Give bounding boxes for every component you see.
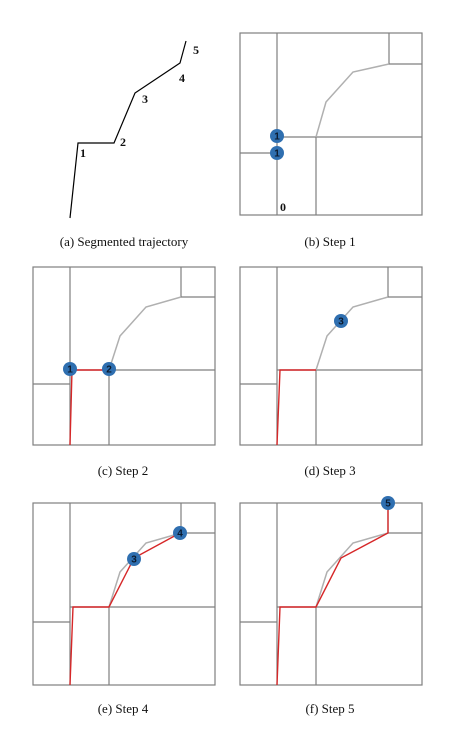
road-map-frame	[32, 266, 216, 446]
segment-label-3: 3	[142, 92, 148, 106]
segment-label-2: 2	[120, 135, 126, 149]
road-map-frame	[239, 32, 423, 216]
node-e-3	[127, 552, 141, 566]
node-f-5-label: 5	[385, 499, 391, 510]
caption-a: (a) Segmented trajectory	[60, 234, 189, 249]
node-c-1-label: 1	[67, 365, 73, 376]
road-curve	[315, 532, 389, 608]
road-curve	[315, 63, 390, 138]
node-c-2	[102, 362, 116, 376]
node-b-2-label: 1	[274, 149, 280, 160]
caption-c: (c) Step 2	[98, 463, 149, 478]
origin-label: 0	[280, 200, 286, 214]
node-e-4	[173, 526, 187, 540]
panel-b: 1 1 0 (b) Step 1	[239, 32, 423, 249]
road-curve	[315, 296, 389, 371]
segment-label-1: 1	[80, 146, 86, 160]
node-d-3	[334, 314, 348, 328]
segment-label-4: 4	[179, 71, 185, 85]
node-d-3-label: 3	[338, 317, 344, 328]
road-curve	[108, 296, 182, 371]
panel-f: 5 (f) Step 5	[239, 496, 423, 716]
caption-b: (b) Step 1	[304, 234, 355, 249]
node-c-2-label: 2	[106, 365, 112, 376]
road-curve	[108, 532, 182, 608]
panel-a: 1 2 3 4 5 (a) Segmented trajectory	[60, 40, 199, 249]
matched-path	[276, 369, 316, 446]
road-map-frame	[239, 502, 423, 686]
panel-c: 1 2 (c) Step 2	[32, 266, 216, 478]
panel-e: 3 4 (e) Step 4	[32, 502, 216, 716]
caption-d: (d) Step 3	[304, 463, 355, 478]
node-b-1-label: 1	[274, 132, 280, 143]
matched-path	[69, 532, 181, 686]
segment-label-5: 5	[193, 43, 199, 57]
road-map-frame	[32, 502, 216, 686]
road-corner-box	[180, 503, 215, 534]
node-e-3-label: 3	[131, 555, 137, 566]
node-c-1	[63, 362, 77, 376]
node-b-1	[270, 129, 284, 143]
road-corner-box	[180, 267, 215, 298]
caption-e: (e) Step 4	[98, 701, 149, 716]
caption-f: (f) Step 5	[305, 701, 354, 716]
node-b-2	[270, 146, 284, 160]
road-map-frame	[239, 266, 423, 446]
node-e-4-label: 4	[177, 529, 183, 540]
segmented-trajectory	[69, 40, 187, 219]
panel-d: 3 (d) Step 3	[239, 266, 423, 478]
road-corner-box	[387, 267, 422, 298]
matched-path	[276, 503, 389, 686]
road-corner-box	[388, 33, 422, 65]
matched-path	[69, 369, 109, 446]
node-f-5	[381, 496, 395, 510]
